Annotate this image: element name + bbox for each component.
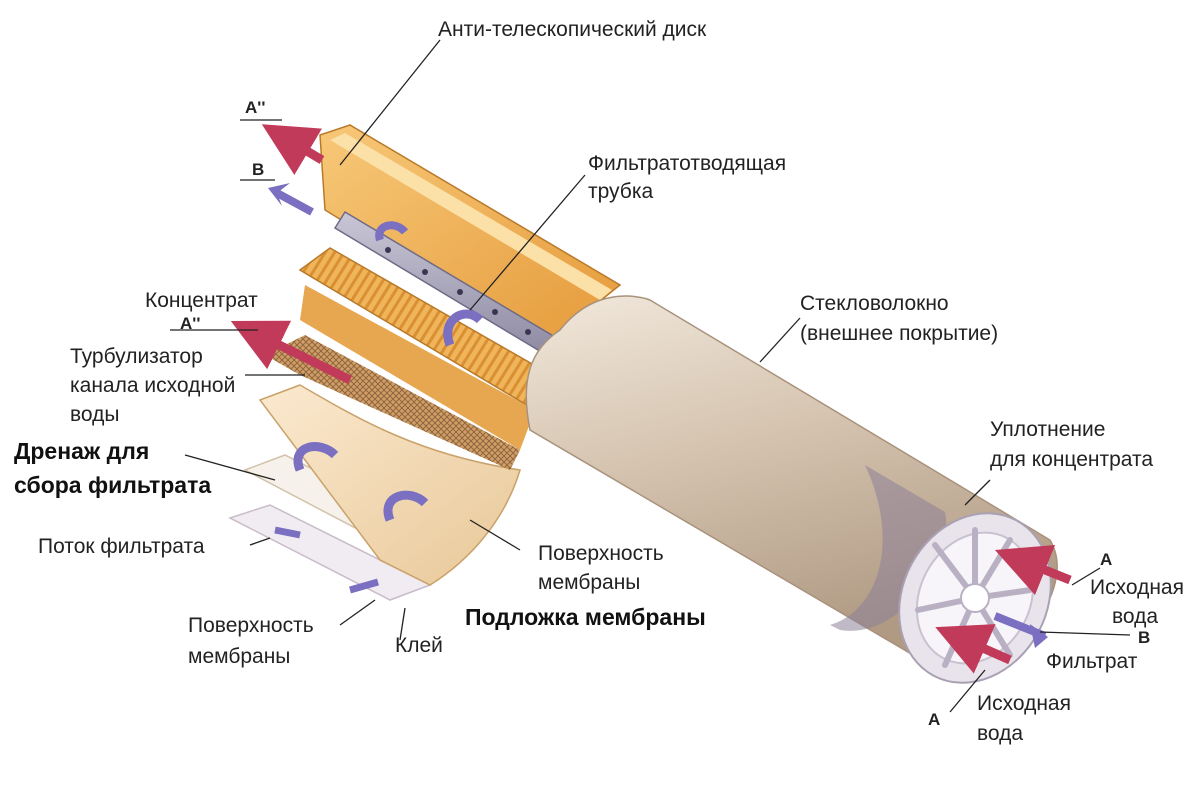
label-permeate-tube-line2: трубка [588,180,654,203]
label-concentrate: Концентрат [145,289,258,312]
flow-arrows [230,124,1072,674]
label-permeate-tube-line1: Фильтратотводящая [588,152,787,175]
label-membrane-substrate: Подложка мембраны [465,604,706,630]
label-membrane-surface-2-line1: Поверхность [188,614,314,637]
label-permeate: Фильтрат [1046,650,1138,673]
label-membrane-surface-1-line2: мембраны [538,571,641,594]
label-drainage-line1: Дренаж для [14,438,150,464]
label-feed-water-2-line1: Исходная [977,692,1071,715]
label-concentrate-seal-line1: Уплотнение [990,418,1106,441]
label-membrane-surface-1-line1: Поверхность [538,542,664,565]
letter-a-dd-mid: A'' [180,314,201,333]
label-feed-water-1-line2: вода [1112,605,1159,628]
letter-b-right: B [1138,628,1151,647]
label-permeate-flow: Поток фильтрата [38,535,205,558]
letter-b-top: B [252,160,265,179]
label-fiberglass-line1: Стекловолокно [800,292,949,315]
label-turbulizer-line2: канала исходной [70,374,236,397]
label-drainage-line2: сбора фильтрата [14,472,212,498]
label-turbulizer-line3: воды [70,403,120,426]
label-anti-telescopic-disk: Анти-телескопический диск [438,18,707,41]
letter-a-bottom: A [928,710,941,729]
label-turbulizer-line1: Турбулизатор [70,345,203,368]
label-feed-water-1-line1: Исходная [1090,576,1184,599]
label-concentrate-seal-line2: для концентрата [990,448,1154,471]
letter-a-dd-top: A'' [245,98,266,117]
label-glue: Клей [395,634,443,657]
letter-a-right: A [1100,550,1113,569]
label-feed-water-2-line2: вода [977,722,1024,745]
label-fiberglass-line2: (внешнее покрытие) [800,322,999,345]
label-membrane-surface-2-line2: мембраны [188,645,291,668]
leader-lines [170,39,1131,713]
